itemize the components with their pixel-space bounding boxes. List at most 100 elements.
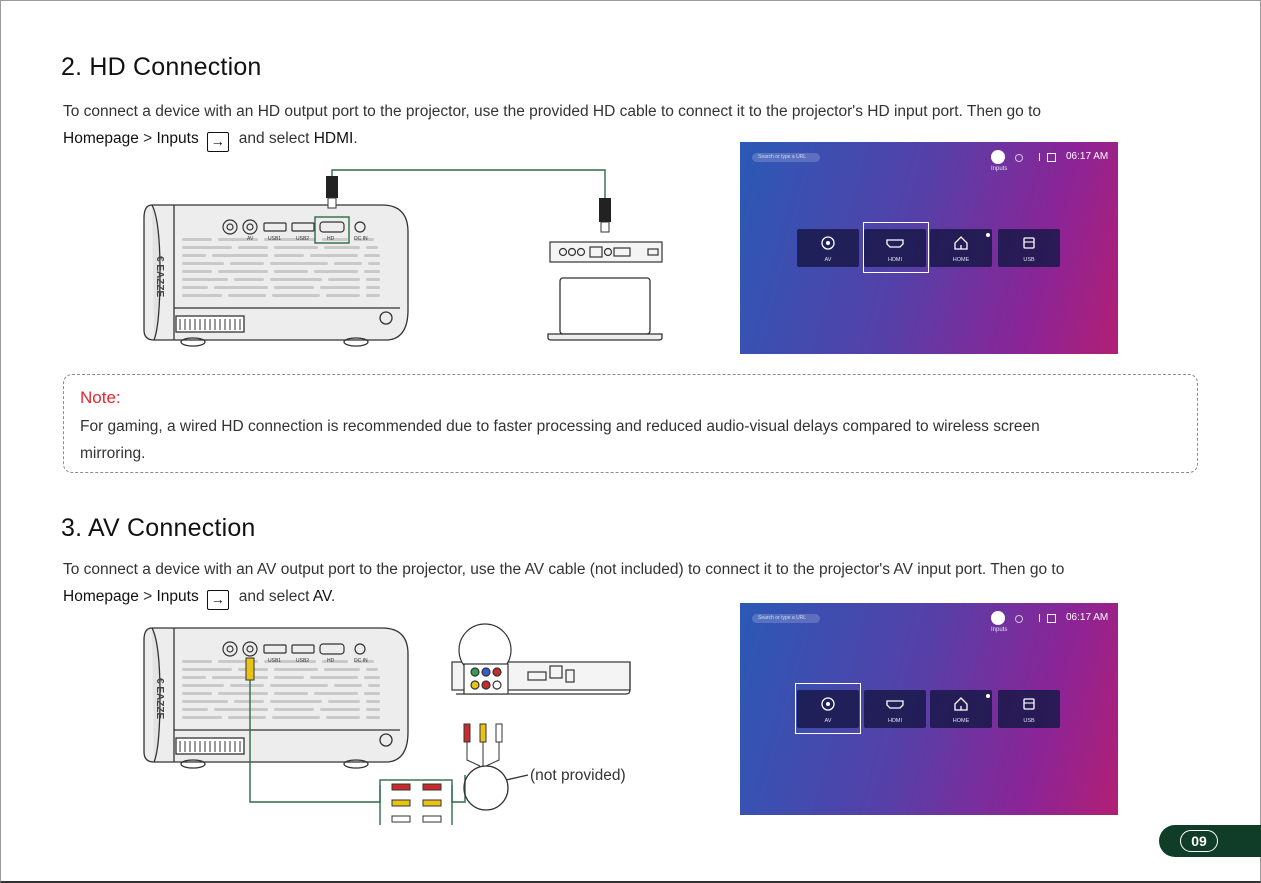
tile-label: USB bbox=[1023, 257, 1035, 263]
tv-tile-hdmi[interactable]: HDMI bbox=[864, 690, 926, 728]
home-icon bbox=[930, 235, 992, 251]
hd-instructions-line2: Homepage > Inputs→and select HDMI. bbox=[63, 125, 1041, 152]
homepage-label: Homepage bbox=[63, 130, 139, 147]
hd-connection-illustration: AV USB1 USB2 HD DC IN € EAZZE bbox=[143, 169, 663, 347]
port-label-hd: HD bbox=[327, 658, 335, 664]
tile-label: HDMI bbox=[887, 718, 903, 724]
notification-dot bbox=[986, 233, 990, 237]
note-line-1: For gaming, a wired HD connection is rec… bbox=[80, 418, 1040, 435]
note-box: Note: For gaming, a wired HD connection … bbox=[63, 374, 1198, 473]
section-heading-hd: 2. HD Connection bbox=[61, 53, 262, 81]
inputs-arrow-icon: → bbox=[206, 132, 229, 152]
tv-tile-home[interactable]: HOME bbox=[930, 229, 992, 267]
tv-top-icons bbox=[991, 150, 1067, 164]
av-instructions-line2: Homepage > Inputs→and select AV. bbox=[63, 583, 1064, 610]
hdmi-cable bbox=[326, 169, 611, 233]
usb-icon bbox=[998, 235, 1060, 251]
rca-plugs-top bbox=[463, 723, 503, 767]
tv-search-bar[interactable]: Search or type a URL bbox=[752, 614, 820, 623]
settings-icon[interactable] bbox=[1015, 154, 1023, 162]
rca-connectors-left bbox=[391, 783, 411, 823]
period: . bbox=[330, 588, 336, 605]
projector-brand: € EAZZE bbox=[154, 256, 165, 297]
and-select-text: and select bbox=[238, 130, 314, 147]
hdmi-icon bbox=[864, 696, 926, 712]
tv-inputs-screen-hdmi: Search or type a URL 06:17 AM Inputs AV … bbox=[740, 142, 1118, 354]
hd-port-highlight bbox=[314, 216, 350, 244]
note-line-2: mirroring. bbox=[80, 445, 146, 462]
av-source-device bbox=[451, 623, 631, 695]
note-text: For gaming, a wired HD connection is rec… bbox=[80, 413, 1040, 467]
page-number-tab: 09 bbox=[1159, 825, 1261, 857]
notification-dot bbox=[986, 694, 990, 698]
hdmi-icon bbox=[864, 235, 926, 251]
av-cable bbox=[245, 657, 529, 825]
hd-instructions: To connect a device with an HD output po… bbox=[63, 98, 1041, 152]
selection-highlight-av bbox=[795, 683, 861, 734]
av-icon bbox=[797, 235, 859, 251]
tile-label: HDMI bbox=[887, 257, 903, 263]
port-label-dcin: DC IN bbox=[354, 236, 368, 242]
port-label-av: AV bbox=[247, 236, 254, 242]
port-label-usb2: USB2 bbox=[296, 658, 309, 664]
projector-brand: € EAZZE bbox=[154, 678, 165, 719]
inputs-arrow-icon: → bbox=[206, 590, 229, 610]
vent-grille-av bbox=[182, 660, 380, 719]
tile-label: AV bbox=[824, 257, 832, 263]
projector-ports bbox=[222, 219, 366, 235]
av-instructions-line1: To connect a device with an AV output po… bbox=[63, 561, 1065, 578]
tv-tile-usb[interactable]: USB bbox=[998, 229, 1060, 267]
divider bbox=[1039, 614, 1040, 622]
port-label-hd: HD bbox=[327, 236, 335, 242]
section-heading-av: 3. AV Connection bbox=[61, 514, 256, 542]
laptop-icon bbox=[547, 277, 663, 341]
tv-clock: 06:17 AM bbox=[1066, 151, 1109, 162]
tile-label: HOME bbox=[952, 718, 970, 724]
projector-body bbox=[143, 204, 409, 347]
inputs-tab-icon[interactable] bbox=[991, 150, 1005, 164]
page-number: 09 bbox=[1180, 830, 1218, 852]
and-select-text: and select bbox=[238, 588, 313, 605]
port-label-usb1: USB1 bbox=[268, 236, 281, 242]
breadcrumb-sep: > bbox=[138, 588, 157, 605]
av-icon bbox=[797, 696, 859, 712]
rca-connectors-right bbox=[422, 783, 442, 823]
tile-label: AV bbox=[824, 718, 832, 724]
inputs-label: Inputs bbox=[156, 130, 199, 147]
period: . bbox=[353, 130, 358, 147]
vent-grille bbox=[182, 238, 380, 297]
selection-highlight-hdmi bbox=[863, 222, 929, 273]
port-label-usb2: USB2 bbox=[296, 236, 309, 242]
source-device-box bbox=[549, 241, 663, 263]
av-connection-illustration: AV USB1 USB2 HD DC IN € EAZZE bbox=[143, 623, 631, 825]
tv-inputs-label: Inputs bbox=[991, 166, 1008, 172]
hd-instructions-line1: To connect a device with an HD output po… bbox=[63, 103, 1042, 120]
tv-tile-av[interactable]: AV bbox=[797, 229, 859, 267]
hdmi-label: HDMI bbox=[313, 130, 354, 147]
tv-search-bar[interactable]: Search or type a URL bbox=[752, 153, 820, 162]
cable-not-provided-label: (not provided) bbox=[530, 767, 626, 784]
inputs-label: Inputs bbox=[156, 588, 199, 605]
port-label-usb1: USB1 bbox=[268, 658, 281, 664]
tv-tile-av[interactable]: AV bbox=[797, 690, 859, 728]
tv-clock: 06:17 AM bbox=[1066, 612, 1109, 623]
av-instructions: To connect a device with an AV output po… bbox=[63, 556, 1064, 610]
usb-icon bbox=[998, 696, 1060, 712]
screen-icon[interactable] bbox=[1047, 153, 1056, 162]
note-title: Note: bbox=[80, 388, 121, 407]
tv-tile-home[interactable]: HOME bbox=[930, 690, 992, 728]
divider bbox=[1039, 153, 1040, 161]
settings-icon[interactable] bbox=[1015, 615, 1023, 623]
tv-tile-hdmi[interactable]: HDMI bbox=[864, 229, 926, 267]
screen-icon[interactable] bbox=[1047, 614, 1056, 623]
port-label-dcin: DC IN bbox=[354, 658, 368, 664]
tv-inputs-screen-av: Search or type a URL 06:17 AM Inputs AV … bbox=[740, 603, 1118, 815]
tv-inputs-label: Inputs bbox=[991, 627, 1008, 633]
inputs-tab-icon[interactable] bbox=[991, 611, 1005, 625]
tv-tile-usb[interactable]: USB bbox=[998, 690, 1060, 728]
home-icon bbox=[930, 696, 992, 712]
tile-label: HOME bbox=[952, 257, 970, 263]
serial-marks bbox=[179, 319, 241, 330]
tile-label: USB bbox=[1023, 718, 1035, 724]
av-label: AV bbox=[312, 588, 331, 605]
